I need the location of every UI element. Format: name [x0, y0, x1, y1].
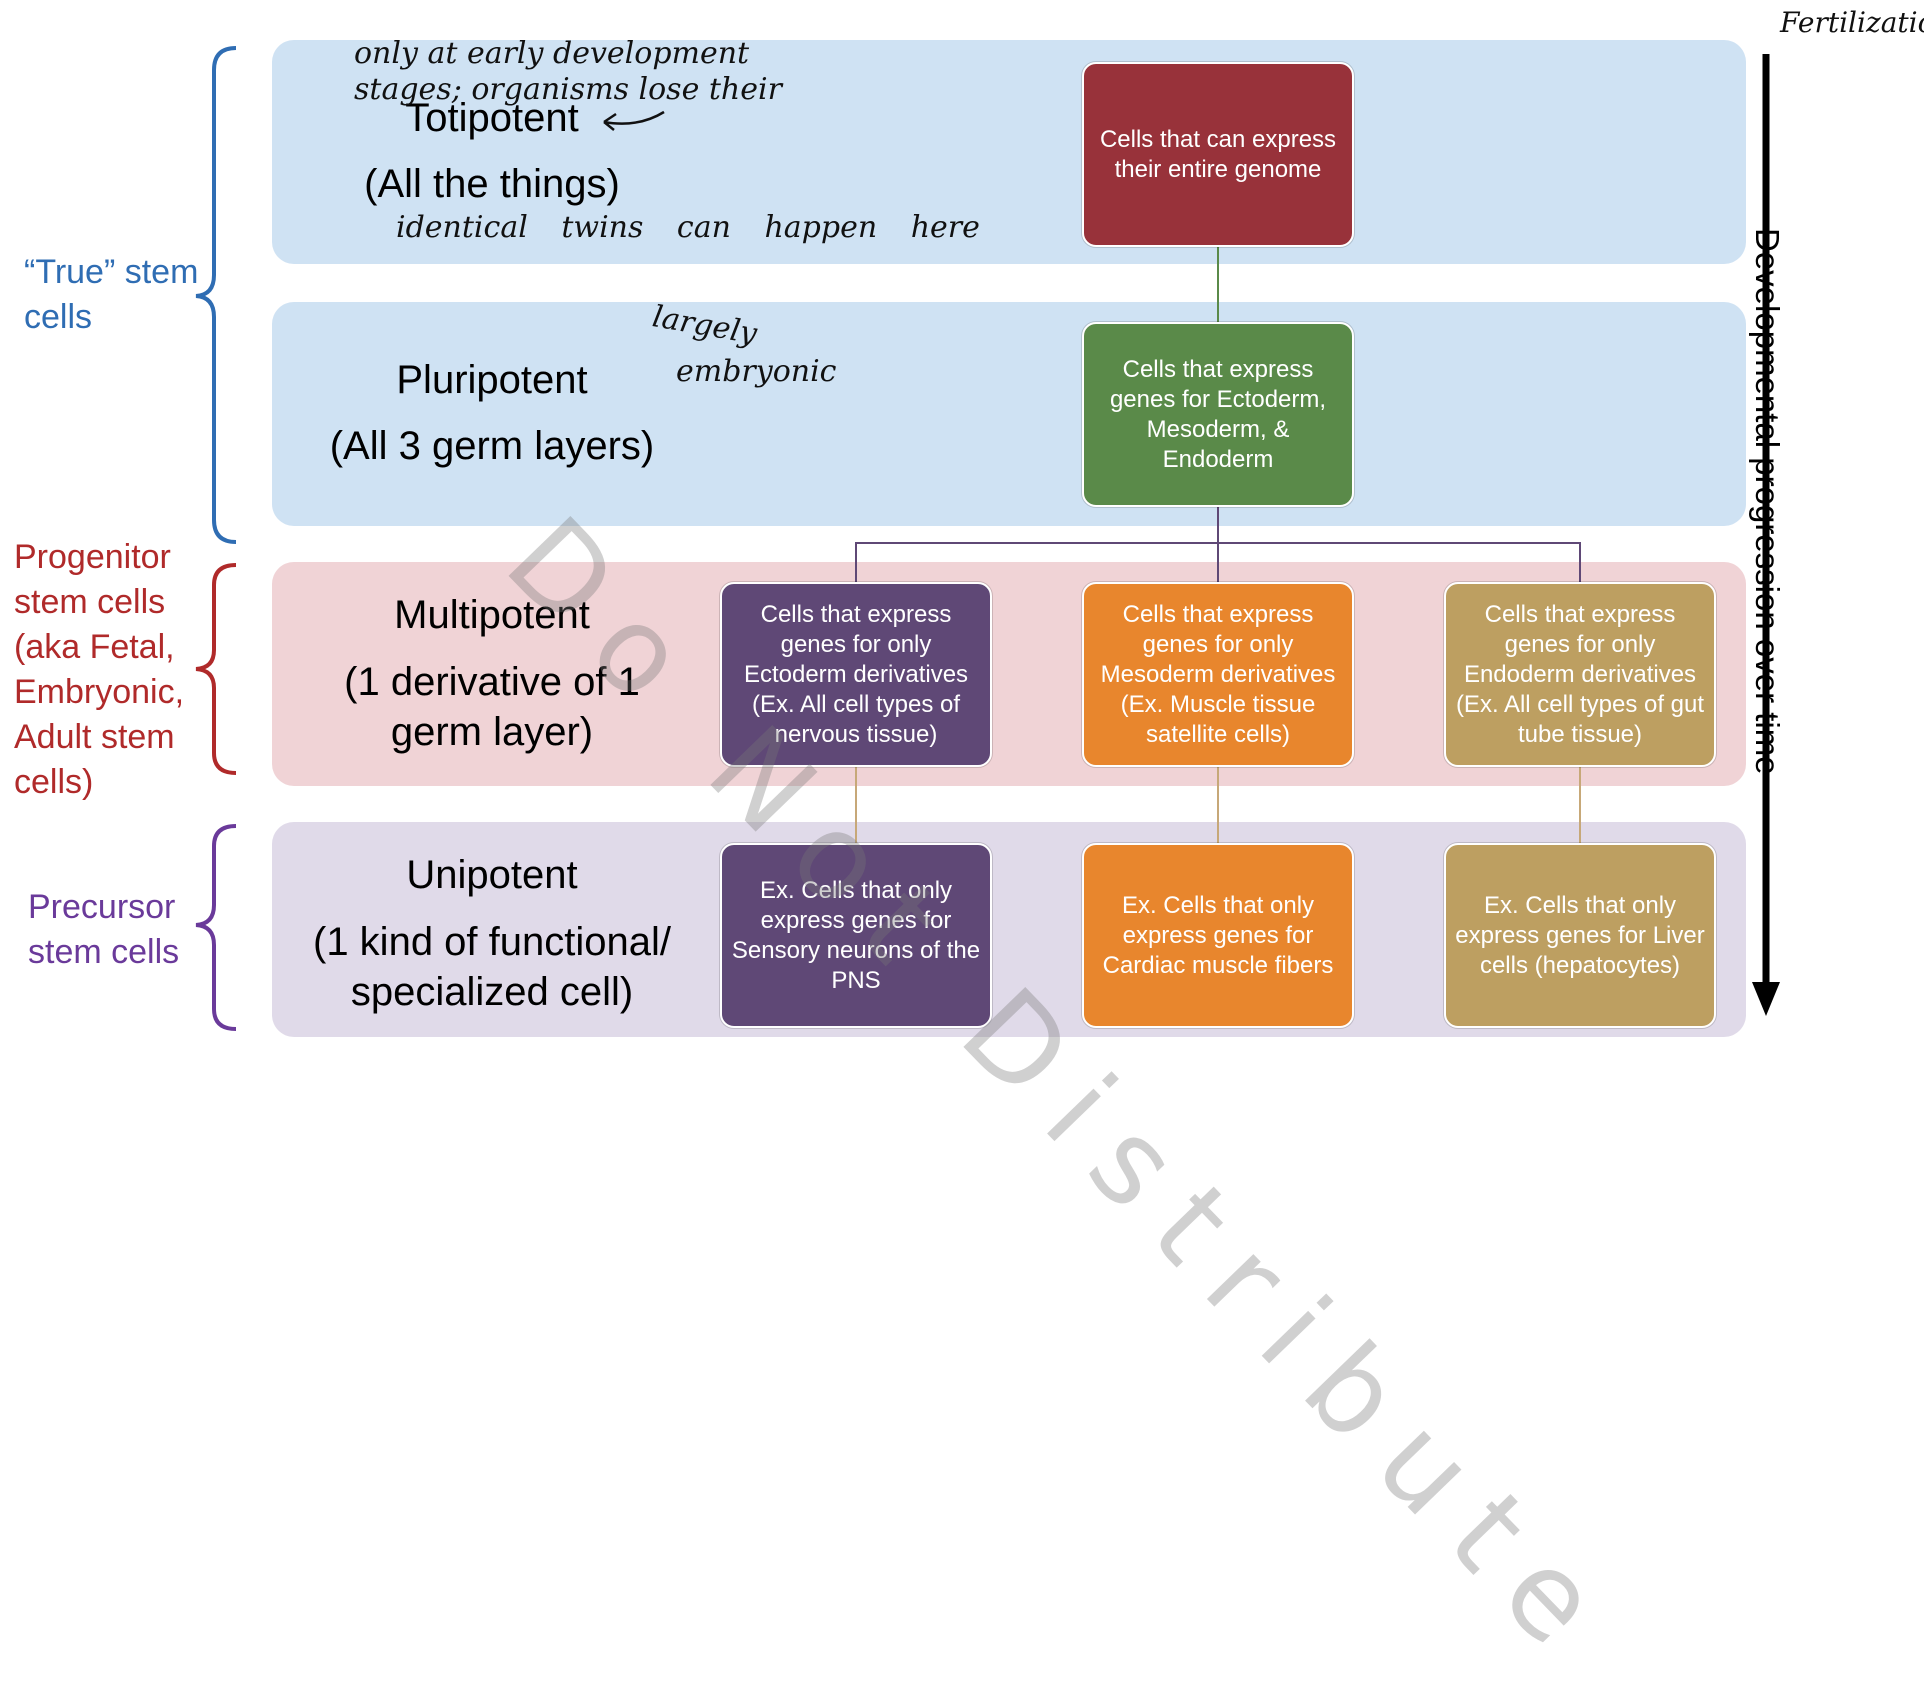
annotation-early-line2: stages; organisms lose their	[354, 72, 782, 107]
unipotent-title: Unipotent	[406, 853, 578, 897]
annotation-early-line1: only at early development	[354, 36, 750, 71]
timeline-start-label: Fertilization	[1780, 6, 1924, 39]
precursor-label: Precursor stem cells	[28, 888, 180, 971]
unipotent-ectoderm-box: Ex. Cells that only express genes for Se…	[720, 843, 992, 1028]
pluripotent-subtitle: (All 3 germ layers)	[329, 424, 655, 468]
unipotent-subtitle: (1 kind of functional/ specialized cell)	[313, 920, 671, 1014]
multipotent-subtitle: (1 derivative of 1 germ layer)	[344, 660, 640, 754]
totipotent-box: Cells that can express their entire geno…	[1082, 62, 1354, 247]
annotation-twins: identical twins can happen here	[396, 210, 980, 245]
multipotent-mesoderm-box: Cells that express genes for only Mesode…	[1082, 582, 1354, 767]
unipotent-mesoderm-box: Ex. Cells that only express genes for Ca…	[1082, 843, 1354, 1028]
pluripotent-box: Cells that express genes for Ectoderm, M…	[1082, 322, 1354, 507]
multipotent-title: Multipotent	[394, 593, 590, 637]
totipotent-subtitle: (All the things)	[364, 162, 620, 206]
pluripotent-band	[272, 302, 1746, 526]
unipotent-endoderm-box: Ex. Cells that only express genes for Li…	[1444, 843, 1716, 1028]
annotation-arrow-icon	[603, 110, 665, 131]
annotation-embryonic: embryonic	[676, 354, 837, 389]
multipotent-endoderm-box: Cells that express genes for only Endode…	[1444, 582, 1716, 767]
progenitor-label: Progenitor stem cells (aka Fetal, Embryo…	[14, 538, 185, 801]
precursor-bracket	[195, 824, 237, 1031]
true-stem-bracket	[195, 46, 237, 544]
true-stem-label: “True” stem cells	[24, 253, 199, 336]
totipotent-title: Totipotent	[405, 96, 579, 140]
multipotent-ectoderm-box: Cells that express genes for only Ectode…	[720, 582, 992, 767]
totipotent-band	[272, 40, 1746, 264]
pluripotent-title: Pluripotent	[396, 358, 588, 402]
timeline-label: Developmental progression over time	[1749, 228, 1786, 775]
progenitor-bracket	[195, 563, 237, 775]
timeline-arrow-head	[1752, 982, 1780, 1016]
bracket-and-connector-layer	[195, 46, 1780, 1031]
